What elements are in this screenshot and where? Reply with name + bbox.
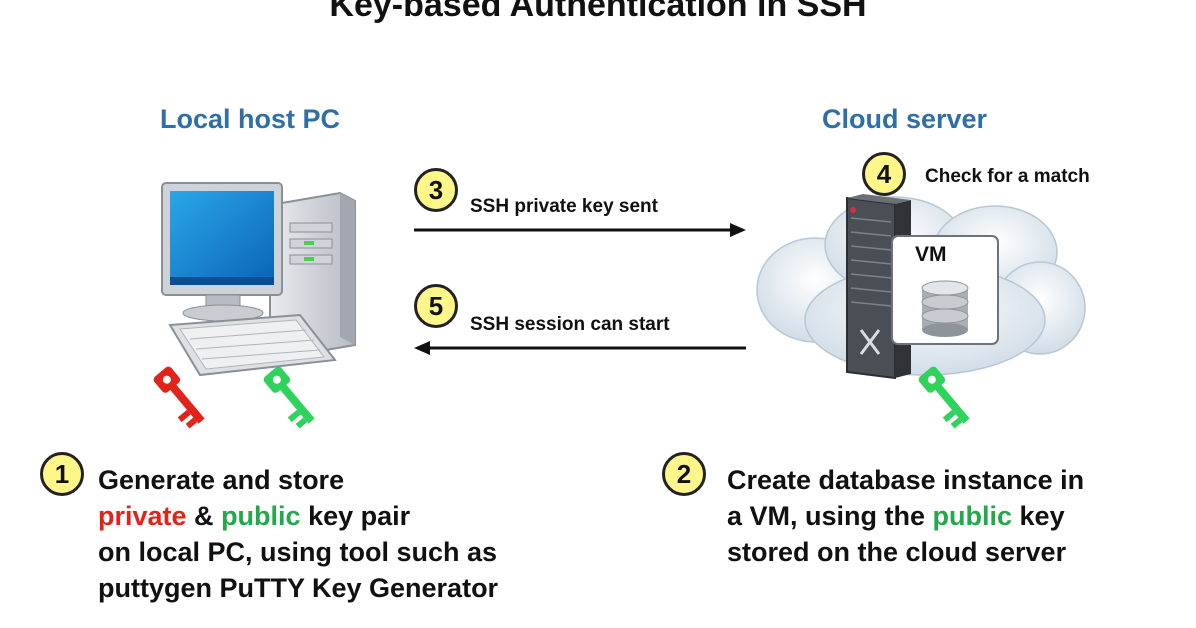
ampersand: & (186, 501, 222, 531)
cloud-server-heading: Cloud server (822, 104, 988, 134)
step-1-line-4: puttygen PuTTY Key Generator (98, 573, 499, 603)
step-1-line-2: private & public key pair (98, 498, 498, 534)
step-3-label: SSH private key sent (470, 196, 658, 217)
key-pair-text: key pair (300, 501, 411, 531)
step-1-badge: 1 (40, 452, 84, 496)
vm-label: VM (915, 243, 947, 266)
step-5-badge: 5 (414, 284, 458, 328)
local-host-heading: Local host PC (160, 104, 341, 134)
step-2-line-1: Create database instance in (727, 465, 1085, 495)
step-1-line-3: on local PC, using tool such as (98, 537, 498, 567)
step-2-line-3: stored on the cloud server (727, 537, 1067, 567)
public-key-icon-server (918, 366, 970, 429)
step-2-badge: 2 (662, 452, 706, 496)
public-key-icon-local (263, 366, 315, 429)
public-word-step-2: public (932, 501, 1013, 531)
step-2-line-2-end: key (1012, 501, 1065, 531)
step-3-badge: 3 (414, 168, 458, 212)
step-2-description: Create database instance in a VM, using … (727, 462, 1084, 570)
diagram-title: Key-based Authentication in SSH (329, 0, 867, 24)
cloud-server-illustration (756, 194, 1086, 380)
step-2-line-2: a VM, using the public key (727, 498, 1084, 534)
step-5-label: SSH session can start (470, 314, 670, 335)
step-2-line-2-start: a VM, using the (727, 501, 933, 531)
arrow-to-server (414, 223, 746, 237)
arrow-to-local (414, 341, 746, 355)
step-1-description: Generate and store private & public key … (98, 462, 498, 606)
database-icon (921, 280, 969, 337)
step-4-badge: 4 (862, 152, 906, 196)
public-word: public (221, 501, 301, 531)
computer-icon (161, 182, 356, 377)
step-1-line-1: Generate and store (98, 465, 345, 495)
private-word: private (98, 501, 187, 531)
private-key-icon (153, 366, 205, 429)
step-4-label: Check for a match (925, 166, 1090, 187)
